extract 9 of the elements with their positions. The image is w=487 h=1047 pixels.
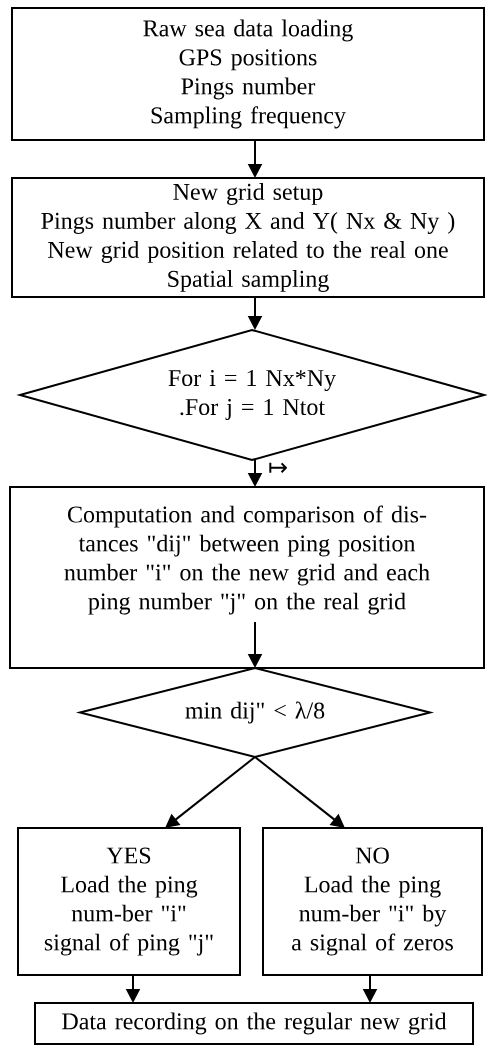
process-box: Data recording on the regular new grid (34, 1002, 474, 1045)
process-box: YES Load the ping num-ber "i" signal of ping "j" (17, 827, 241, 976)
arrow (165, 756, 256, 828)
arrow (254, 756, 345, 828)
bar-arrow-symbol: ↦ (269, 462, 287, 473)
process-box: NO Load the ping num-ber "i" by a signal of zeros (262, 827, 483, 976)
process-box: Computation and comparison of dis-tances "dij" between ping position number "i" on the new grid and each ping number "j" on the real grid (9, 486, 485, 669)
process-box: New grid setup Pings number along X and Y( Nx & Ny ) New grid position related to the real one Spatial sampling (11, 177, 485, 298)
process-box: Raw sea data loading GPS positions Pings number Sampling frequency (11, 7, 485, 141)
